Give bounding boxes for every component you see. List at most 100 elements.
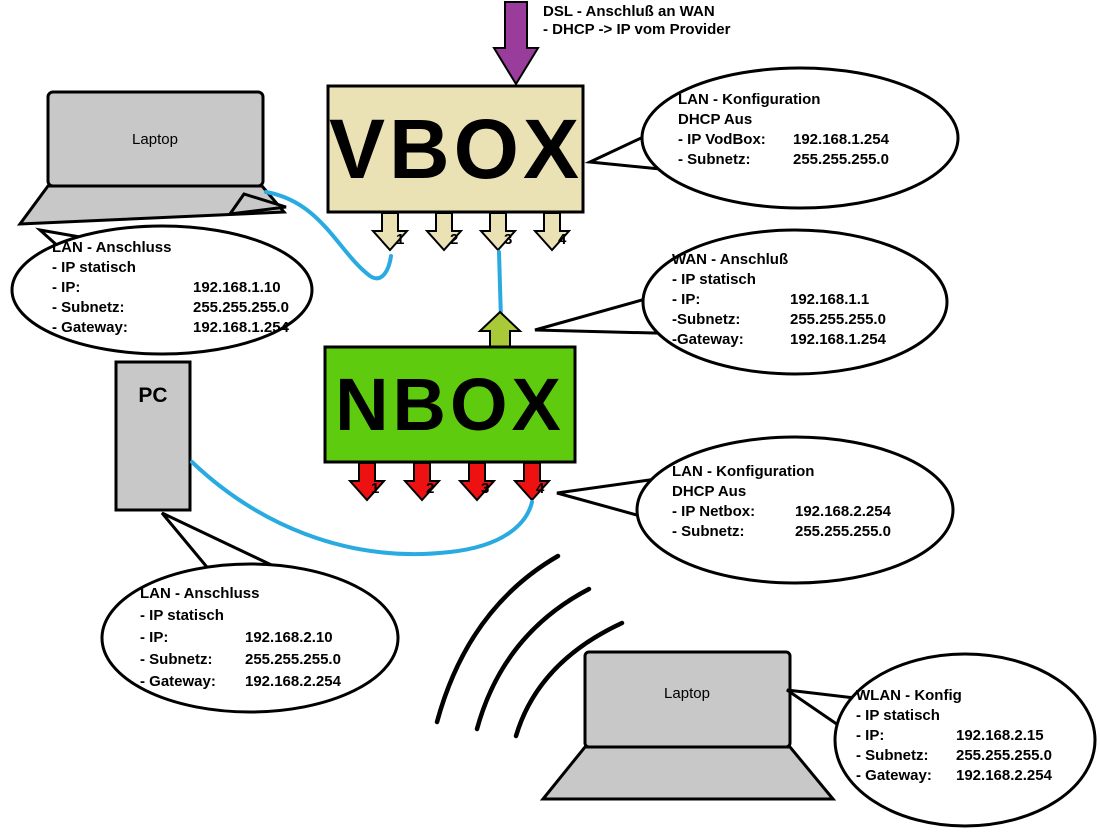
row-value: 192.168.2.254 (956, 767, 1053, 784)
row-value: 192.168.2.254 (245, 673, 342, 690)
nbox-port-2-arrow-icon (402, 462, 442, 502)
speech-bubble-wlan: WLAN - Konfig - IP statisch - IP: 192.16… (786, 652, 1097, 828)
wifi-waves-icon (434, 553, 625, 739)
wifi-wave-outer (434, 553, 561, 725)
row-value: 192.168.1.1 (790, 291, 869, 308)
row-value: 255.255.255.0 (790, 311, 886, 328)
row-label: - Gateway: (856, 767, 932, 784)
bubble-title: LAN - Konfiguration (678, 91, 820, 108)
vbox-port-4-arrow-icon (532, 212, 572, 252)
row-label: -Subnetz: (672, 311, 740, 328)
speech-bubble-laptop-top-lan: LAN - Anschluss - IP statisch - IP: 192.… (10, 224, 314, 356)
dsl-note-line2: - DHCP -> IP vom Provider (543, 21, 731, 38)
pc-label: PC (138, 384, 167, 407)
row-value: 192.168.1.254 (790, 331, 887, 348)
speech-bubble-pc-lan: LAN - Anschluss - IP statisch - IP: 192.… (100, 511, 400, 714)
dsl-wan-input: DSL - Anschluß an WAN - DHCP -> IP vom P… (492, 1, 731, 86)
bubble-body (10, 224, 314, 356)
bubble-subtitle: - IP statisch (856, 707, 940, 724)
nbox-port-3-label: 3 (481, 480, 489, 497)
row-value: 192.168.2.10 (245, 629, 333, 646)
bubble-subtitle: - IP statisch (672, 271, 756, 288)
pc-body (114, 360, 192, 512)
row-label: - Gateway: (140, 673, 216, 690)
bubble-title: WAN - Anschluß (672, 251, 788, 268)
vbox-port-2-label: 2 (450, 231, 458, 248)
row-value: 255.255.255.0 (793, 151, 889, 168)
row-label: - IP: (672, 291, 700, 308)
row-label: - IP: (856, 727, 884, 744)
row-value: 192.168.1.254 (793, 131, 890, 148)
row-label: - Subnetz: (678, 151, 751, 168)
nbox-body (323, 345, 577, 464)
vbox-port-3-arrow-icon (478, 212, 518, 252)
bubble-subtitle: DHCP Aus (672, 483, 746, 500)
vbox-port-3-label: 3 (504, 231, 512, 248)
row-label: - IP: (52, 279, 80, 296)
row-value: 255.255.255.0 (245, 651, 341, 668)
bubble-title: LAN - Anschluss (52, 239, 171, 256)
nbox-port-3-arrow-icon (457, 462, 497, 502)
laptop-top-base-fold (226, 192, 287, 216)
laptop-top-base (16, 184, 288, 226)
bubble-subtitle: - IP statisch (52, 259, 136, 276)
row-value: 255.255.255.0 (956, 747, 1052, 764)
laptop-bottom-label: Laptop (664, 685, 710, 702)
bubble-title: WLAN - Konfig (856, 687, 962, 704)
vbox-label: VBOX (329, 102, 583, 196)
laptop-bottom-base (539, 745, 837, 801)
nbox-router: NBOX 1 2 3 4 (323, 310, 577, 502)
nbox-wan-up-arrow-icon (477, 310, 523, 348)
cable-pc-to-nbox (190, 460, 534, 557)
row-label: - Subnetz: (140, 651, 213, 668)
dsl-note-line1: DSL - Anschluß an WAN (543, 3, 715, 20)
row-value: 192.168.2.254 (795, 503, 892, 520)
row-label: - Gateway: (52, 319, 128, 336)
bubble-body (100, 562, 400, 714)
row-label: - IP VodBox: (678, 131, 766, 148)
vbox-port-4-label: 4 (558, 231, 567, 248)
vbox-port-1-arrow-icon (370, 212, 410, 252)
bubble-body (635, 435, 955, 585)
wifi-wave-inner (513, 620, 625, 739)
bubble-title: LAN - Konfiguration (672, 463, 814, 480)
row-label: - IP: (140, 629, 168, 646)
vbox-body (326, 84, 585, 214)
row-value: 192.168.1.254 (193, 319, 290, 336)
bubble-body (640, 66, 960, 210)
nbox-port-4-arrow-icon (512, 462, 552, 502)
vbox-port-1-label: 1 (396, 231, 404, 248)
bubble-body (833, 652, 1097, 828)
cable-laptop-to-vbox (264, 190, 393, 281)
bubble-subtitle: - IP statisch (140, 607, 224, 624)
laptop-bottom: Laptop (539, 650, 837, 801)
row-value: 192.168.1.10 (193, 279, 281, 296)
row-label: -Gateway: (672, 331, 744, 348)
nbox-port-4-label: 4 (536, 480, 545, 497)
row-label: - Subnetz: (672, 523, 745, 540)
row-value: 192.168.2.15 (956, 727, 1044, 744)
pc-tower: PC (114, 360, 192, 512)
laptop-top-label: Laptop (132, 131, 178, 148)
nbox-port-1-arrow-icon (347, 462, 387, 502)
nbox-port-1-label: 1 (371, 480, 379, 497)
speech-bubble-nbox-lan: LAN - Konfiguration DHCP Aus - IP Netbox… (556, 435, 955, 585)
row-label: - Subnetz: (856, 747, 929, 764)
nbox-port-2-label: 2 (426, 480, 434, 497)
row-label: - IP Netbox: (672, 503, 755, 520)
speech-bubble-vbox-lan: LAN - Konfiguration DHCP Aus - IP VodBox… (584, 66, 960, 210)
cable-vbox-to-nbox (497, 250, 503, 322)
bubble-subtitle: DHCP Aus (678, 111, 752, 128)
row-value: 255.255.255.0 (795, 523, 891, 540)
vbox-router: VBOX 1 2 3 4 (326, 84, 585, 252)
row-value: 255.255.255.0 (193, 299, 289, 316)
vbox-port-2-arrow-icon (424, 212, 464, 252)
row-label: - Subnetz: (52, 299, 125, 316)
bubble-body (641, 228, 949, 376)
laptop-top: Laptop (16, 90, 288, 226)
wifi-wave-middle (474, 586, 592, 732)
nbox-label: NBOX (335, 363, 565, 446)
speech-bubble-nbox-wan: WAN - Anschluß - IP statisch - IP: 192.1… (534, 228, 949, 376)
